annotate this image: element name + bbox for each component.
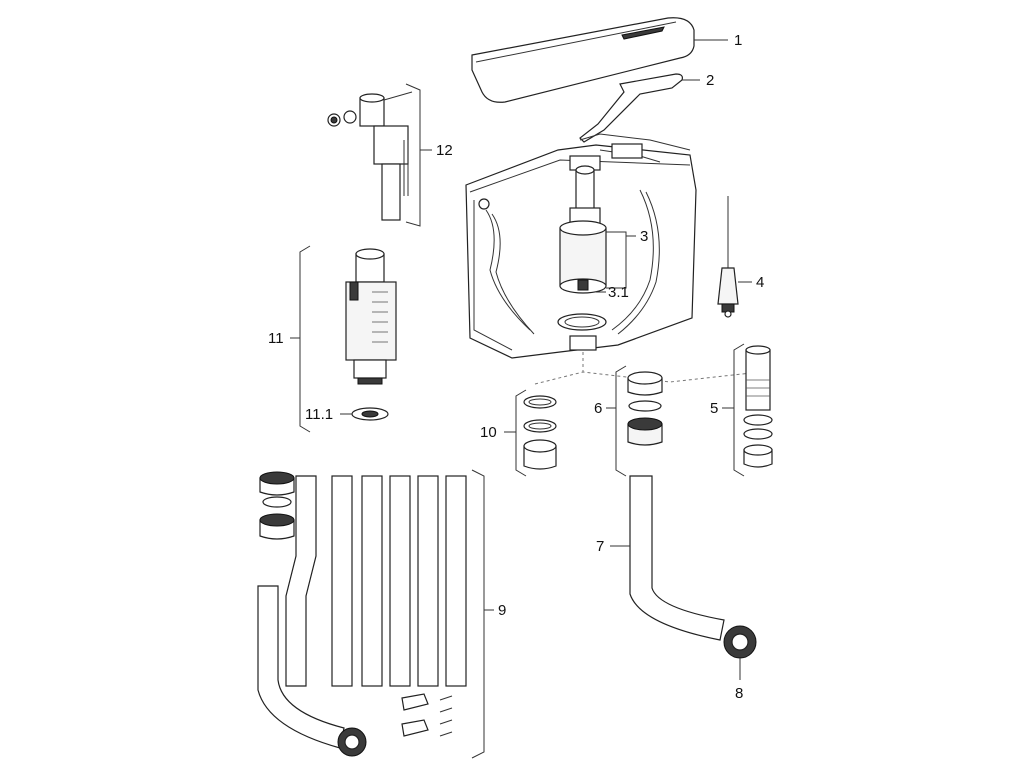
flush-mechanism	[290, 245, 397, 433]
label-3: 3	[640, 228, 648, 245]
cistern-body	[465, 133, 761, 385]
flush-bend-7	[610, 475, 725, 641]
label-5: 5	[710, 400, 718, 417]
pull-handle	[717, 196, 752, 318]
label-11: 11	[268, 330, 284, 347]
label-6: 6	[594, 400, 602, 417]
pipe-kit-9	[257, 469, 494, 759]
connector-seal-8	[723, 625, 757, 680]
label-1: 1	[734, 32, 742, 49]
label-2: 2	[706, 72, 714, 89]
label-8: 8	[735, 685, 743, 702]
pipe-set-5	[722, 343, 773, 477]
label-12: 12	[436, 142, 453, 159]
label-4: 4	[756, 274, 764, 291]
label-3-1: 3.1	[608, 284, 629, 301]
flush-lever	[579, 73, 700, 143]
label-7: 7	[596, 538, 604, 555]
cistern-lid	[471, 17, 728, 103]
flush-valve	[559, 165, 636, 294]
connector-set-6	[606, 365, 663, 477]
seal-set-10	[504, 389, 557, 477]
fill-valve	[327, 83, 432, 227]
label-9: 9	[498, 602, 506, 619]
label-10: 10	[480, 424, 497, 441]
label-11-1: 11.1	[305, 406, 333, 423]
